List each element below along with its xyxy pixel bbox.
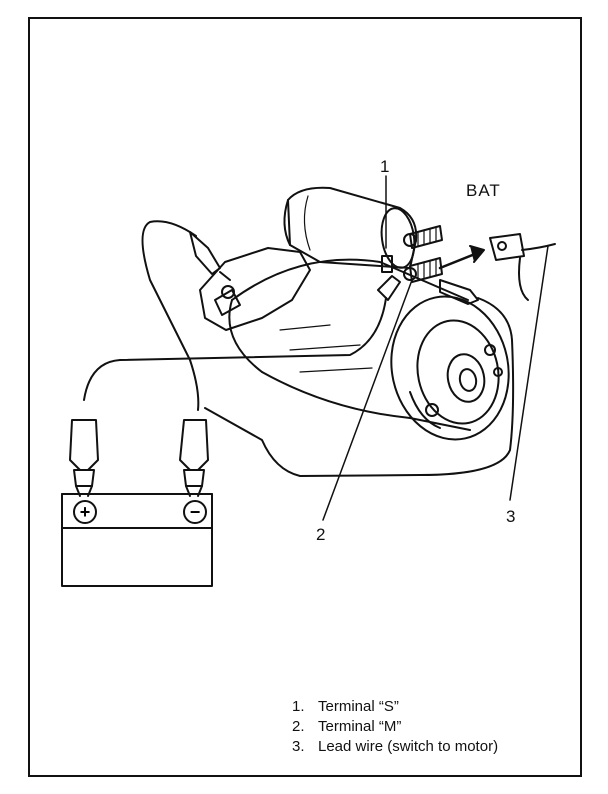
leader-line-3	[509, 245, 549, 501]
negative-test-lead	[204, 279, 515, 477]
legend-item: 2. Terminal “M”	[292, 717, 498, 737]
ground-test-lead	[141, 220, 231, 411]
legend-text: Lead wire (switch to motor)	[318, 738, 499, 755]
callout-2: 2	[316, 525, 326, 544]
legend-text: Terminal “S”	[318, 698, 399, 715]
legend: 1. Terminal “S” 2. Terminal “M” 3. Lead wir…	[292, 697, 498, 757]
legend-item: 3. Lead wire (switch to motor)	[292, 737, 498, 757]
figure-frame	[28, 17, 582, 777]
bat-terminal-label: BAT	[466, 181, 501, 200]
positive-test-lead	[83, 275, 401, 401]
battery-positive-symbol: +	[80, 502, 91, 522]
legend-text: Terminal “M”	[318, 718, 402, 735]
battery-clips	[69, 419, 209, 497]
battery	[61, 493, 213, 587]
leader-line-2	[322, 279, 413, 521]
legend-number: 2.	[292, 718, 305, 735]
magnetic-switch	[283, 186, 443, 283]
legend-number: 1.	[292, 698, 305, 715]
legend-item: 1. Terminal “S”	[292, 697, 498, 717]
callout-3: 3	[506, 507, 516, 526]
callout-1: 1	[380, 157, 390, 176]
legend-number: 3.	[292, 738, 305, 755]
battery-negative-symbol: −	[190, 502, 201, 522]
lead-wire	[438, 233, 556, 301]
starter-motor	[199, 247, 510, 441]
